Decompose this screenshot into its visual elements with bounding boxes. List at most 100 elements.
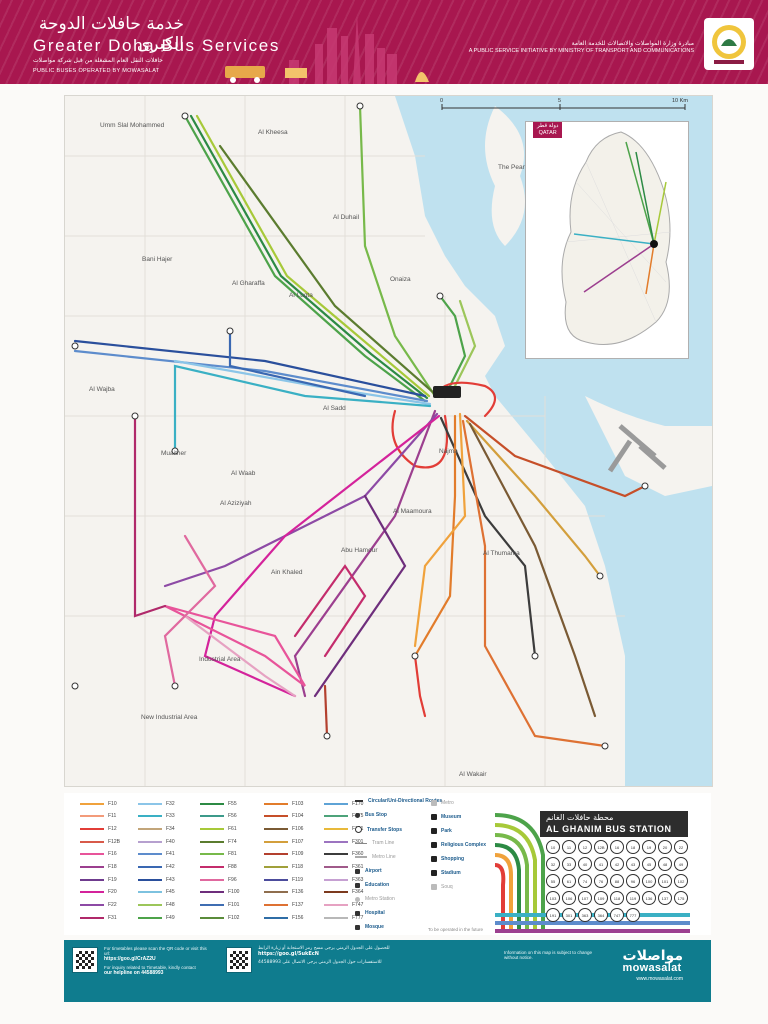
route-label: F56	[228, 813, 237, 820]
logo-url[interactable]: www.mowasalat.com	[636, 976, 683, 982]
route-label: F106	[292, 825, 304, 832]
station-route-badge: 12B	[594, 840, 608, 854]
station-route-badge: 74	[578, 874, 592, 888]
legend-route-f49: F49	[138, 914, 175, 921]
route-swatch	[80, 802, 104, 805]
route-swatch	[324, 840, 348, 843]
qr-code-ar[interactable]	[226, 947, 252, 973]
legend-route-f156: F156	[264, 914, 303, 921]
station-route-badge: 107	[578, 891, 592, 905]
route-label: F103	[292, 800, 304, 807]
area-label: Ain Khaled	[271, 569, 303, 576]
route-swatch	[80, 853, 104, 856]
route-label: F364	[352, 889, 364, 896]
footer-info-en: For timetables please scan the QR code o…	[104, 946, 214, 976]
legend-route-f106: F106	[264, 825, 303, 832]
legend-text: Transfer Stops	[367, 826, 403, 833]
area-label: Al Thumama	[483, 550, 520, 557]
timetable-link-ar[interactable]: https://goo.gl/5ukEcN	[258, 951, 319, 957]
station-title: محطة حافلات الغانم AL GHANIM BUS STATION	[540, 811, 688, 837]
route-label: F104	[292, 813, 304, 820]
legend-route-f12: F12	[80, 825, 117, 832]
station-route-badge: 109	[594, 891, 608, 905]
route-label: F41	[166, 851, 175, 858]
footer-disclaimer: Information on this map is subject to ch…	[504, 950, 593, 960]
legend-education: Education	[355, 882, 389, 888]
route-swatch	[80, 866, 104, 868]
legend-bus-stop: Bus Stop	[355, 812, 387, 818]
route-map-canvas	[65, 96, 712, 786]
legend-route-f33: F33	[138, 813, 175, 820]
station-route-badge: 45	[642, 857, 656, 871]
timetable-link-en[interactable]: https://goo.gl/CrAZ2U	[104, 956, 156, 962]
legend-route-f22: F22	[80, 902, 117, 909]
route-swatch	[80, 891, 104, 894]
route-label: F118	[292, 864, 304, 870]
legend-route-f61: F61	[200, 825, 237, 832]
route-swatch	[138, 840, 162, 843]
route-label: F22	[108, 902, 117, 909]
station-route-badge: 12	[578, 840, 592, 854]
station-route-badge: 42	[610, 857, 624, 871]
legend-metro-line: Metro Line	[355, 854, 396, 860]
route-swatch	[80, 815, 104, 818]
footer-bar: For timetables please scan the QR code o…	[64, 940, 711, 1002]
station-route-badge: 191	[546, 908, 560, 922]
legend-text: Souq	[441, 884, 453, 890]
area-label: Al Aziziyah	[220, 500, 252, 507]
legend-route-f360: F360	[324, 851, 363, 858]
station-route-badge: 49	[674, 857, 688, 871]
legend-route-f74: F74	[200, 838, 237, 845]
qr-code-en[interactable]	[72, 947, 98, 973]
station-route-badge: 43	[626, 857, 640, 871]
station-route-badge: 100	[642, 874, 656, 888]
route-swatch	[200, 904, 224, 907]
legend-poi-shopping: Shopping	[431, 856, 464, 862]
route-label: F12	[108, 825, 117, 832]
route-label: F34	[166, 825, 175, 832]
area-label: Al Waab	[231, 470, 256, 477]
footer-text: للاستفسارات حول الجدول الزمني يرجى الاتص…	[258, 960, 382, 965]
legend-route-f48: F48	[138, 902, 175, 909]
station-route-badge: 22	[674, 840, 688, 854]
station-route-badge: 96	[626, 874, 640, 888]
route-swatch	[80, 904, 104, 907]
qatar-inset-map[interactable]	[525, 121, 689, 359]
station-route-badge: 777	[626, 908, 640, 922]
legend-route-f96: F96	[200, 876, 237, 883]
station-route-badge: 119	[626, 891, 640, 905]
area-label: The Pearl	[498, 164, 527, 171]
route-label: F19	[108, 876, 117, 883]
legend-route-f100: F100	[200, 889, 239, 896]
route-swatch	[264, 840, 288, 843]
route-label: F55	[228, 800, 237, 807]
ministry-arabic: مبادرة وزارة المواصلات والاتصالات للخدمة…	[571, 40, 694, 47]
legend-text: Metro Station	[365, 896, 395, 902]
route-label: F74	[228, 838, 237, 845]
legend-route-f101: F101	[200, 902, 239, 909]
legend-route-f301: F301	[324, 838, 363, 845]
legend-route-f109: F109	[264, 851, 303, 858]
legend-route-f41: F41	[138, 851, 175, 858]
legend-circular-routes: Circular/Uni-Directional Routes	[355, 798, 442, 804]
route-swatch	[200, 853, 224, 856]
tram-line-icon	[355, 842, 367, 844]
legend-route-f747: F747	[324, 902, 363, 909]
legend-route-f34: F34	[138, 825, 175, 832]
station-route-fan	[495, 813, 690, 933]
area-label: Abu Hamour	[341, 547, 378, 554]
subtitle-english: PUBLIC BUSES OPERATED BY MOWASALAT	[33, 68, 160, 74]
legend-route-f364: F364	[324, 889, 363, 896]
route-swatch	[138, 853, 162, 856]
inset-title-english: QATAR	[538, 130, 557, 136]
legend-route-f107: F107	[264, 838, 303, 845]
route-swatch	[264, 878, 288, 881]
route-label: F137	[292, 902, 304, 909]
route-label: F100	[228, 889, 240, 896]
legend-route-f12b: F12B	[80, 838, 120, 845]
subtitle-arabic: حافلات النقل العام المشغلة من قبل شركة م…	[33, 57, 163, 64]
route-swatch	[200, 827, 224, 830]
route-swatch	[200, 840, 224, 843]
park-icon	[431, 828, 437, 834]
area-label: Al Luqta	[289, 292, 313, 299]
